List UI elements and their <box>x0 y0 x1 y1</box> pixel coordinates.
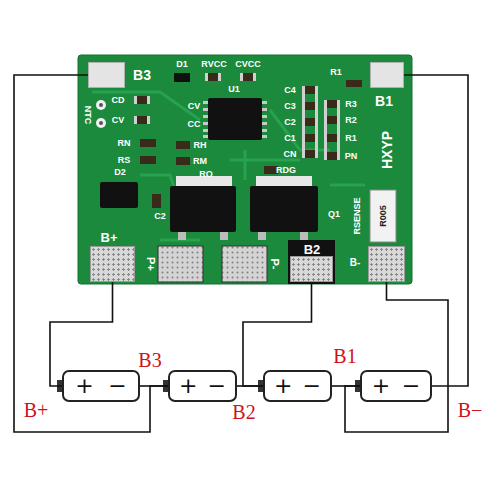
silkscreen-label: CD <box>112 96 125 105</box>
silkscreen-label: CVCC <box>235 60 261 69</box>
polarity-mark: − <box>303 375 321 397</box>
battery-cell: +− <box>263 370 332 402</box>
silkscreen-label: RSENSE <box>353 197 362 234</box>
terminal-pad: B+ <box>90 246 135 282</box>
silkscreen-label: R1 <box>330 68 342 77</box>
terminal-pad: B3 <box>88 62 125 88</box>
silkscreen-label: CN <box>284 150 297 159</box>
silkscreen-label: P+ <box>145 257 156 271</box>
wire-node-label: B+ <box>24 400 49 420</box>
sense-resistor <box>370 190 396 242</box>
silkscreen-label: RS <box>118 156 131 165</box>
silkscreen-label: CV <box>112 116 125 125</box>
silkscreen-label: C4 <box>284 86 296 95</box>
terminal-pad: B2 <box>290 256 333 282</box>
ic-chip <box>208 98 262 140</box>
terminal-pad: B1 <box>370 62 404 88</box>
silkscreen-label: R2 <box>345 116 357 125</box>
diode-d2 <box>100 182 138 208</box>
pad-label: B2 <box>304 243 321 256</box>
wire-node-label: B1 <box>333 346 356 366</box>
silkscreen-label: CC <box>188 120 201 129</box>
smd-parts <box>134 73 362 208</box>
silkscreen-label: RDG <box>276 166 296 175</box>
wire-node-label: B2 <box>232 402 255 422</box>
polarity-mark: + <box>274 375 292 397</box>
silkscreen-label: D1 <box>176 60 188 69</box>
polarity-mark: + <box>75 375 93 397</box>
silkscreen-label: C2 <box>284 118 296 127</box>
silkscreen-label: NTC <box>83 106 92 125</box>
silkscreen-label: R3 <box>345 100 357 109</box>
polarity-mark: + <box>372 375 390 397</box>
battery-cell: +− <box>168 370 237 402</box>
silkscreen-label: RVCC <box>201 60 226 69</box>
mosfet-pins <box>178 232 308 240</box>
terminal-pad: B- <box>368 246 405 282</box>
wire-node-label: B− <box>458 400 483 420</box>
p-minus-pad <box>222 246 267 282</box>
silkscreen-label: RM <box>193 157 207 166</box>
silkscreen-label: R005 <box>379 205 388 227</box>
polarity-mark: − <box>108 375 126 397</box>
silkscreen-label: R1 <box>345 134 357 143</box>
wire <box>140 385 168 387</box>
wire <box>345 282 448 432</box>
p-plus-pad <box>158 246 203 282</box>
ic-pins <box>203 101 267 138</box>
wire <box>237 385 263 387</box>
diode-d1 <box>174 73 190 82</box>
copper-traces <box>92 92 365 240</box>
silkscreen-label: RN <box>118 139 131 148</box>
silkscreen-label: C3 <box>284 102 296 111</box>
silkscreen-label: Q1 <box>328 210 340 219</box>
silkscreen-label: CV <box>188 102 201 111</box>
silkscreen-label: HXYP <box>380 131 394 169</box>
mosfet-body <box>170 186 318 232</box>
pad-label: B+ <box>101 231 118 244</box>
polarity-mark: + <box>179 375 197 397</box>
pad-label: B- <box>350 258 361 268</box>
silkscreen-label: P- <box>269 259 280 270</box>
battery-cell: +− <box>62 370 140 402</box>
silkscreen-label: RO <box>199 170 213 179</box>
pad-label: B1 <box>375 94 393 108</box>
silkscreen-label: PN <box>345 152 358 161</box>
polarity-mark: − <box>208 375 226 397</box>
silkscreen-label: D2 <box>114 168 126 177</box>
polarity-mark: − <box>402 375 420 397</box>
pad-label: B3 <box>133 68 151 82</box>
silkscreen-label: C2 <box>154 212 166 221</box>
ntc-holes <box>96 100 106 128</box>
wire <box>332 385 360 387</box>
silkscreen-label: C1 <box>284 134 296 143</box>
battery-cell: +− <box>360 370 432 402</box>
wire <box>404 75 468 386</box>
wire-node-label: B3 <box>138 350 161 370</box>
b2-pad-frame <box>288 240 335 284</box>
ntc-hole-centers <box>99 103 103 125</box>
wire <box>14 75 168 432</box>
silkscreen-label: RH <box>194 141 207 150</box>
pcb-board <box>78 55 412 284</box>
silkscreen-label: U1 <box>228 85 240 94</box>
